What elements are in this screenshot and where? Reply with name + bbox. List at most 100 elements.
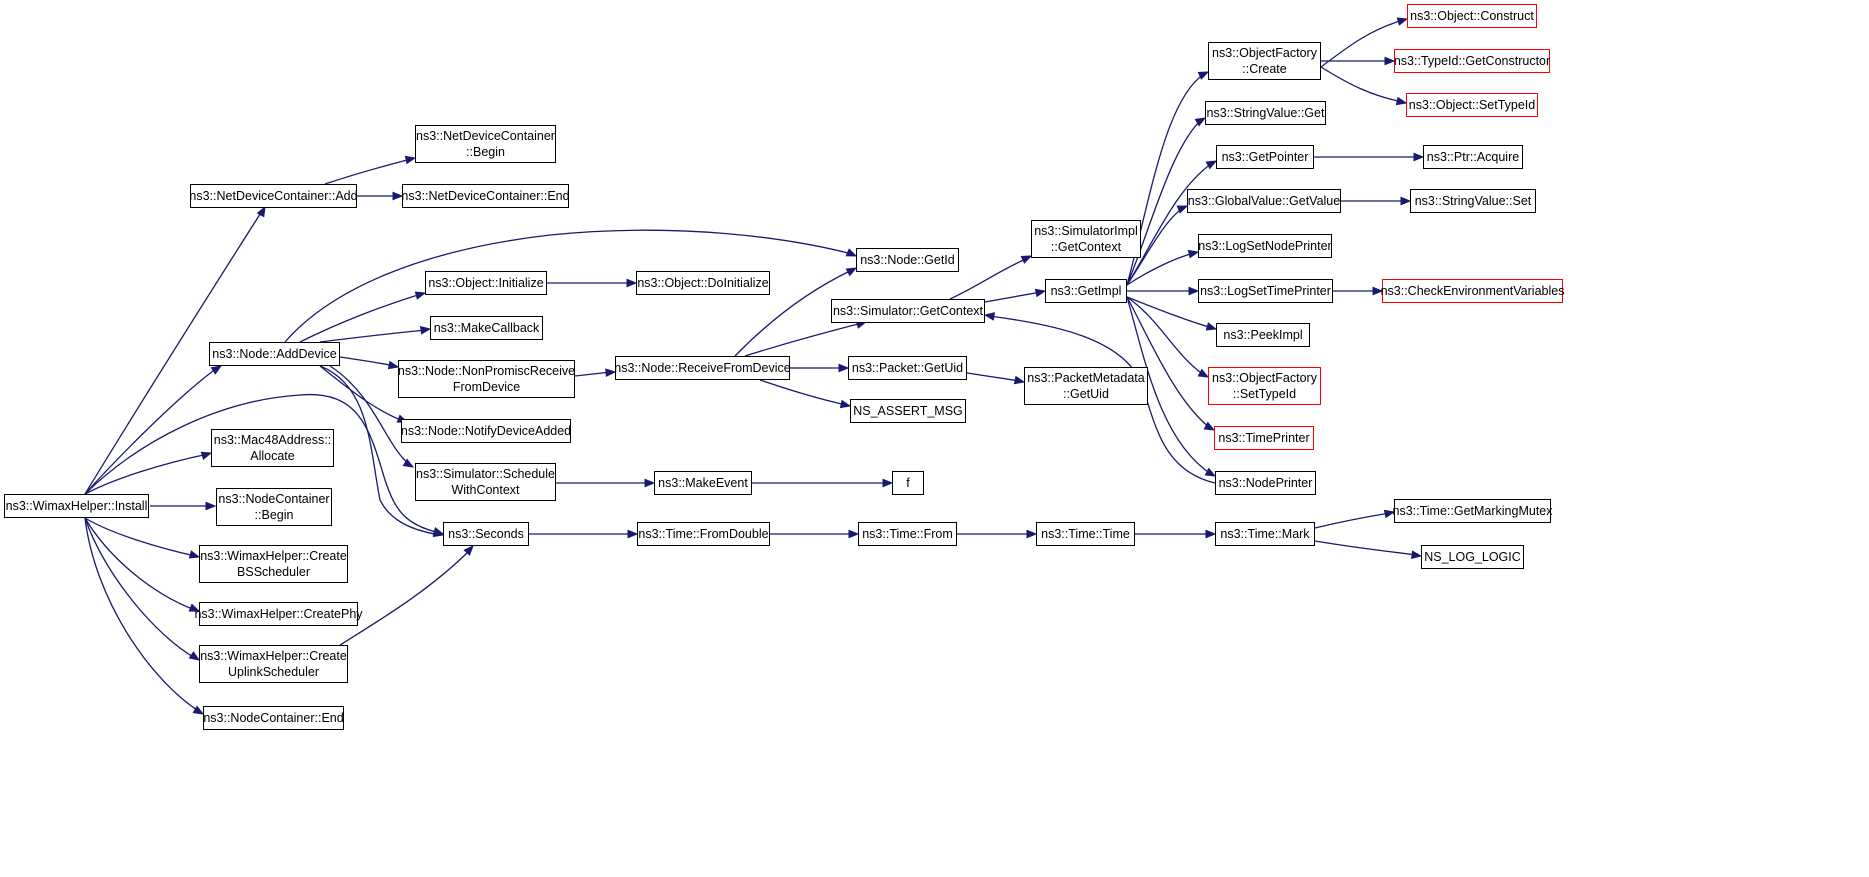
node-label: ns3::WimaxHelper::Create (200, 549, 347, 563)
node-label: ns3::GlobalValue::GetValue (1187, 194, 1341, 208)
arrowhead (1204, 467, 1217, 477)
arrowhead (1194, 117, 1207, 127)
node-label: ns3::TimePrinter (1218, 431, 1310, 445)
node-ns-log-logic[interactable]: NS_LOG_LOGIC (1421, 545, 1524, 569)
node-f[interactable]: f (892, 471, 924, 495)
call-edge (284, 229, 853, 343)
node-typeid-getconstructor[interactable]: ns3::TypeId::GetConstructor (1394, 49, 1550, 73)
call-edge (319, 365, 441, 536)
arrowhead (256, 205, 266, 218)
node-makecallback[interactable]: ns3::MakeCallback (430, 316, 543, 340)
node-node-notifydeviceadded[interactable]: ns3::Node::NotifyDeviceAdded (401, 419, 571, 443)
node-label: BSScheduler (237, 565, 310, 579)
node-ns-assert-msg[interactable]: NS_ASSERT_MSG (850, 399, 966, 423)
node-time-from[interactable]: ns3::Time::From (858, 522, 957, 546)
call-edge (319, 329, 427, 343)
arrowhead (188, 651, 201, 661)
node-netdevicecontainer-add[interactable]: ns3::NetDeviceContainer::Add (189, 184, 358, 208)
node-label: ns3::PeekImpl (1223, 328, 1303, 342)
node-label: ns3::StringValue::Get (1206, 106, 1325, 120)
node-node-adddevice[interactable]: ns3::Node::AddDevice (209, 342, 340, 366)
node-nodeprinter[interactable]: ns3::NodePrinter (1215, 471, 1316, 495)
node-label: ::GetUid (1063, 387, 1109, 401)
node-globalvalue-getvalue[interactable]: ns3::GlobalValue::GetValue (1187, 189, 1341, 213)
node-node-getid[interactable]: ns3::Node::GetId (856, 248, 959, 272)
node-seconds[interactable]: ns3::Seconds (443, 522, 529, 546)
node-label: ns3::NetDeviceContainer (416, 129, 555, 143)
call-edge (1126, 296, 1211, 429)
node-logsetnodeprinter[interactable]: ns3::LogSetNodePrinter (1198, 234, 1332, 258)
node-ptr-acquire[interactable]: ns3::Ptr::Acquire (1423, 145, 1523, 169)
arrowhead (845, 267, 858, 277)
node-stringvalue-set[interactable]: ns3::StringValue::Set (1410, 189, 1536, 213)
arrowhead (404, 155, 417, 165)
arrowhead (605, 368, 617, 378)
node-label: ns3::WimaxHelper::Create (200, 649, 347, 663)
node-time-getmarkingmutex[interactable]: ns3::Time::GetMarkingMutex (1393, 499, 1553, 523)
node-label: ns3::Object::Construct (1410, 9, 1534, 23)
node-simulator-getcontext[interactable]: ns3::Simulator::GetContext (831, 299, 985, 323)
call-edge (1126, 119, 1202, 286)
call-edge (319, 365, 404, 422)
node-nodecontainer-end[interactable]: ns3::NodeContainer::End (203, 706, 344, 730)
arrowhead (1013, 375, 1026, 385)
call-edge (339, 549, 471, 646)
node-objectfactory-create[interactable]: ns3::ObjectFactory::Create (1208, 42, 1321, 80)
call-edge (84, 453, 209, 495)
node-label: ns3::Simulator::Schedule (416, 467, 555, 481)
node-nodecontainer-begin[interactable]: ns3::NodeContainer::Begin (216, 488, 332, 526)
node-label: ns3::SimulatorImpl (1034, 224, 1138, 238)
arrowhead (1205, 322, 1218, 331)
arrowhead (626, 278, 638, 288)
node-packet-getuid[interactable]: ns3::Packet::GetUid (848, 356, 967, 380)
node-logsettimeprinter[interactable]: ns3::LogSetTimePrinter (1198, 279, 1333, 303)
node-object-settypeid[interactable]: ns3::Object::SetTypeId (1406, 93, 1538, 117)
node-label: ns3::StringValue::Set (1414, 194, 1532, 208)
node-timeprinter[interactable]: ns3::TimePrinter (1214, 426, 1314, 450)
node-time-mark[interactable]: ns3::Time::Mark (1215, 522, 1315, 546)
node-label: ns3::Node::AddDevice (212, 347, 337, 361)
node-label: NS_LOG_LOGIC (1424, 550, 1521, 564)
node-getpointer[interactable]: ns3::GetPointer (1216, 145, 1314, 169)
call-edge (329, 365, 411, 466)
call-edge (84, 517, 196, 557)
node-objectfactory-settypeid[interactable]: ns3::ObjectFactory::SetTypeId (1208, 367, 1321, 405)
node-object-construct[interactable]: ns3::Object::Construct (1407, 4, 1537, 28)
arrowhead (1205, 529, 1217, 539)
node-wimaxhelper-install: ns3::WimaxHelper::Install (4, 494, 149, 518)
node-packetmetadata-getuid[interactable]: ns3::PacketMetadata::GetUid (1024, 367, 1148, 405)
call-edge (949, 257, 1029, 300)
node-label: ns3::ObjectFactory (1212, 371, 1317, 385)
node-mac48address-allocate[interactable]: ns3::Mac48Address::Allocate (211, 429, 334, 467)
arrowhead (839, 399, 852, 409)
node-wimaxhelper-createphy[interactable]: ns3::WimaxHelper::CreatePhy (194, 602, 363, 626)
node-object-doinitialize[interactable]: ns3::Object::DoInitialize (636, 271, 770, 295)
node-getimpl[interactable]: ns3::GetImpl (1045, 279, 1127, 303)
node-label: ns3::WimaxHelper::CreatePhy (194, 607, 363, 621)
node-makeevent[interactable]: ns3::MakeEvent (654, 471, 752, 495)
node-netdevicecontainer-end[interactable]: ns3::NetDeviceContainer::End (401, 184, 570, 208)
node-peekimpl[interactable]: ns3::PeekImpl (1216, 323, 1310, 347)
node-label: ns3::Node::NotifyDeviceAdded (400, 424, 572, 438)
node-node-receivefromdevice[interactable]: ns3::Node::ReceiveFromDevice (614, 356, 791, 380)
node-netdevicecontainer-begin[interactable]: ns3::NetDeviceContainer::Begin (415, 125, 556, 163)
call-edge (984, 291, 1042, 303)
call-edge (1126, 252, 1195, 286)
node-label: ::Begin (466, 145, 505, 159)
call-edge (339, 356, 396, 367)
arrowhead (188, 550, 201, 559)
arrowhead (882, 478, 894, 488)
node-checkenvironmentvariables[interactable]: ns3::CheckEnvironmentVariables (1381, 279, 1564, 303)
node-time-fromdouble[interactable]: ns3::Time::FromDouble (637, 522, 770, 546)
node-simulatorimpl-getcontext[interactable]: ns3::SimulatorImpl::GetContext (1031, 220, 1141, 258)
node-time-time[interactable]: ns3::Time::Time (1036, 522, 1135, 546)
call-edge (734, 269, 853, 357)
node-stringvalue-get[interactable]: ns3::StringValue::Get (1205, 101, 1326, 125)
node-object-initialize[interactable]: ns3::Object::Initialize (425, 271, 547, 295)
